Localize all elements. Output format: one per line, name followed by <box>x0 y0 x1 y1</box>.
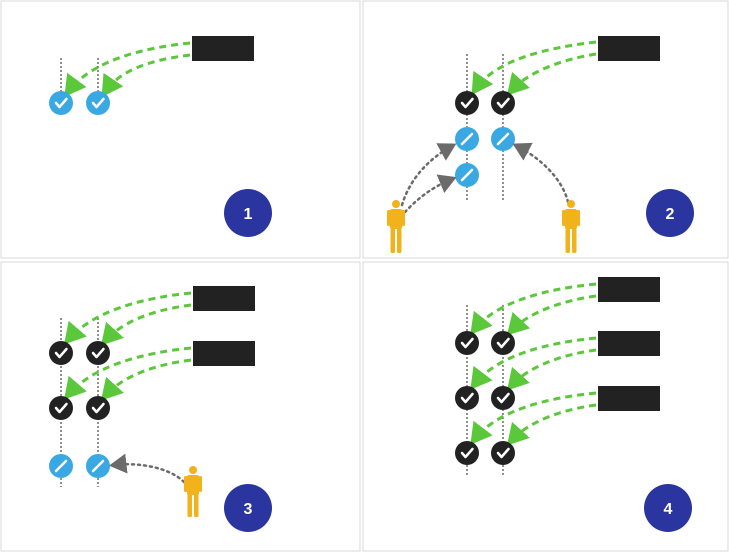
block-icon <box>598 386 660 411</box>
pending-slash-icon <box>86 454 110 478</box>
arrow-icon <box>470 391 597 445</box>
confirmed-check-icon <box>491 441 515 465</box>
block-icon <box>192 36 254 61</box>
step-number: 2 <box>666 206 675 223</box>
confirmed-check-icon <box>49 396 73 420</box>
arrow-icon <box>64 41 191 97</box>
arrow-icon <box>506 403 597 446</box>
arrow-icon <box>471 40 597 95</box>
panel-2-content: 2 <box>387 36 694 253</box>
arrow-icon <box>100 303 192 346</box>
panel-1 <box>0 0 361 259</box>
block-icon <box>598 277 660 302</box>
panel-3-content: 3 <box>49 286 272 532</box>
person-icon <box>387 200 405 253</box>
arrow-icon <box>109 453 186 484</box>
arrow-icon <box>100 358 192 401</box>
confirmed-check-icon <box>491 91 515 115</box>
step-badge: 3 <box>224 484 272 532</box>
person-icon <box>184 466 202 517</box>
confirmed-check-icon <box>455 331 479 355</box>
arrow-icon <box>470 336 597 390</box>
arrow-icon <box>470 282 597 335</box>
confirmed-check-icon <box>491 386 515 410</box>
confirmed-check-icon <box>86 396 110 420</box>
person-icon <box>562 200 580 253</box>
step-badge: 4 <box>644 484 692 532</box>
step-number: 3 <box>244 501 253 518</box>
pending-slash-icon <box>455 163 479 187</box>
pending-slash-icon <box>455 127 479 151</box>
step-badge: 2 <box>646 189 694 237</box>
arrow-icon <box>506 52 597 96</box>
block-icon <box>598 36 660 61</box>
arrow-icon <box>64 291 192 345</box>
block-icon <box>193 341 255 366</box>
confirmed-check-icon <box>455 91 479 115</box>
block-icon <box>193 286 255 311</box>
panel-1-content: 1 <box>49 36 272 237</box>
confirmed-check-icon <box>49 341 73 365</box>
pending-check-icon <box>49 91 73 115</box>
arrow-icon <box>506 294 597 336</box>
pending-slash-icon <box>49 454 73 478</box>
confirmed-check-icon <box>455 386 479 410</box>
step-number: 1 <box>244 206 253 223</box>
arrow-icon <box>400 143 457 207</box>
confirmed-check-icon <box>491 331 515 355</box>
confirmed-check-icon <box>455 441 479 465</box>
step-badge: 1 <box>224 189 272 237</box>
confirmed-check-icon <box>86 341 110 365</box>
arrow-icon <box>64 346 192 400</box>
arrow-icon <box>506 348 597 391</box>
block-icon <box>598 331 660 356</box>
arrow-icon <box>403 174 457 214</box>
panel-4-content: 4 <box>455 277 692 532</box>
pending-slash-icon <box>491 127 515 151</box>
pending-check-icon <box>86 91 110 115</box>
arrow-icon <box>512 142 570 204</box>
step-number: 4 <box>664 501 673 518</box>
arrow-icon <box>101 53 191 97</box>
